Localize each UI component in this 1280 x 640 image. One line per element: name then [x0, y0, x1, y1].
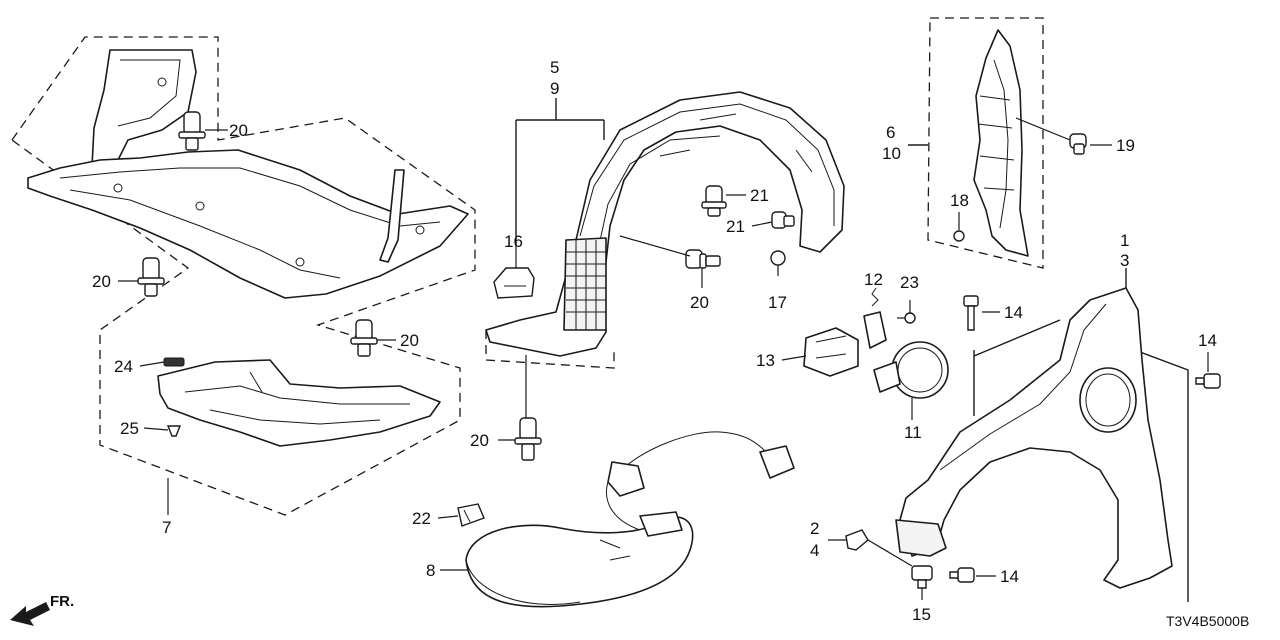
callout-21-b: 21: [726, 217, 745, 236]
bolt-14-b-icon: [1195, 373, 1221, 389]
front-fender-liner: [485, 91, 845, 357]
group-fender-liner: 5 9 16 21 21 20 17 20: [470, 58, 845, 461]
callout-9: 9: [550, 79, 559, 98]
clip-21-a-icon: [701, 185, 727, 217]
callout-21-a: 21: [750, 186, 769, 205]
clip-22-icon: [457, 503, 485, 527]
clip-18-icon: [953, 230, 965, 242]
callout-6: 6: [886, 123, 895, 142]
callout-14-c: 14: [1000, 567, 1019, 586]
callout-20-a: 20: [229, 121, 248, 140]
direction-label: FR.: [50, 593, 74, 610]
callout-24: 24: [114, 357, 133, 376]
clip-16-icon: [493, 267, 535, 299]
bolt-14-c-icon: [949, 567, 975, 583]
group-front-fender: 1 3 14 14 14 2 4 15: [810, 231, 1221, 624]
spring-12-icon: [863, 287, 887, 349]
fuel-lid-ring-11: [873, 341, 949, 399]
bolt-23-icon: [904, 300, 916, 324]
diagram-code: T3V4B5000B: [1166, 613, 1249, 629]
harness-8: [465, 431, 795, 608]
clip-20-e-icon: [514, 417, 542, 461]
callout-14-a: 14: [1004, 303, 1023, 322]
callout-11: 11: [904, 423, 922, 442]
clip-17-icon: [770, 250, 786, 276]
fender-seal: [973, 29, 1029, 257]
callout-23: 23: [900, 273, 919, 292]
callout-25: 25: [120, 419, 139, 438]
arrow-icon: [10, 602, 50, 626]
under-cover-frame: [11, 36, 476, 516]
callout-3: 3: [1120, 251, 1129, 270]
callout-13: 13: [756, 351, 775, 370]
clip-25-icon: [166, 425, 182, 437]
callout-20-e: 20: [470, 431, 489, 450]
clip-24-icon: [163, 357, 185, 367]
group-fuel-lid-parts: 12 23 13 11: [756, 270, 949, 442]
callout-4: 4: [810, 541, 819, 560]
group-fender-seal: 6 10 18 19: [882, 17, 1135, 269]
callout-2: 2: [810, 519, 819, 538]
clip-21-b-icon: [771, 211, 795, 229]
callout-22: 22: [412, 509, 431, 528]
callout-10: 10: [882, 144, 901, 163]
callout-1: 1: [1120, 231, 1129, 250]
callout-5: 5: [550, 58, 559, 77]
clip-2-4-icon: [845, 529, 869, 551]
callout-16: 16: [504, 232, 523, 251]
callout-7: 7: [162, 518, 171, 537]
callout-12: 12: [864, 270, 883, 289]
group-under-covers: 20 20 20 24 25 7: [11, 36, 476, 537]
callout-20-d: 20: [690, 293, 709, 312]
callout-18: 18: [950, 191, 969, 210]
front-under-cover: [27, 49, 469, 299]
clip-20-b-icon: [137, 257, 165, 297]
front-direction-arrow: FR.: [10, 593, 74, 626]
clip-20-d-icon: [685, 249, 721, 269]
callout-19: 19: [1116, 136, 1135, 155]
group-wire-harness: 22 8: [412, 431, 795, 608]
bolt-15-icon: [911, 565, 933, 589]
clip-20-c-icon: [350, 319, 378, 357]
callout-17: 17: [768, 293, 787, 312]
clip-20-a-icon: [178, 111, 206, 151]
center-under-cover: [157, 359, 441, 447]
actuator-13: [803, 327, 859, 377]
callout-14-b: 14: [1198, 331, 1217, 350]
callout-20-b: 20: [92, 272, 111, 291]
callout-20-c: 20: [400, 331, 419, 350]
clip-19-icon: [1069, 133, 1087, 155]
bolt-14-a-icon: [963, 295, 979, 331]
callout-8: 8: [426, 561, 435, 580]
callout-15: 15: [912, 605, 931, 624]
front-fender: [895, 287, 1173, 589]
